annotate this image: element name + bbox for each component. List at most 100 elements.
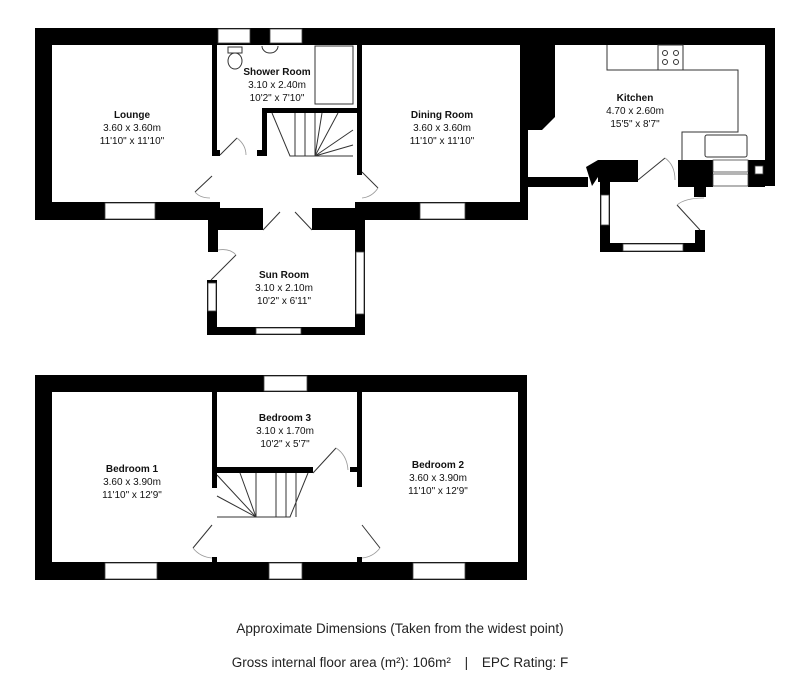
window	[412, 562, 466, 580]
door-swing	[236, 137, 247, 156]
room-name: Lounge	[114, 110, 151, 121]
wall	[262, 108, 267, 155]
room-label-bedroom-1: Bedroom 1 3.60 x 3.90m 11'10" x 12'9"	[102, 464, 162, 501]
window	[268, 562, 303, 580]
wall	[350, 467, 357, 472]
hob-ring	[673, 50, 679, 56]
appliance	[754, 165, 764, 175]
wall	[208, 202, 218, 220]
floor-area: Gross internal floor area (m²): 106m²	[231, 655, 451, 670]
room-imperial: 11'10" x 12'9"	[408, 486, 468, 497]
room-metric: 3.60 x 3.90m	[409, 473, 467, 484]
window	[600, 194, 610, 226]
separator: |	[464, 655, 469, 670]
room-imperial: 11'10" x 11'10"	[410, 136, 475, 147]
door-swing	[361, 187, 379, 199]
worktop	[606, 45, 739, 160]
wall	[212, 392, 217, 488]
room-imperial: 11'10" x 12'9"	[102, 490, 162, 501]
wall	[520, 45, 528, 220]
window	[269, 28, 303, 44]
first-floor: Bedroom 1 3.60 x 3.90m 11'10" x 12'9" Be…	[35, 375, 527, 580]
room-name: Shower Room	[243, 67, 310, 78]
room-metric: 4.70 x 2.60m	[606, 106, 664, 117]
room-name: Bedroom 3	[259, 413, 312, 424]
wall	[357, 45, 362, 175]
room-metric: 3.60 x 3.60m	[103, 123, 161, 134]
door-swing	[664, 157, 676, 181]
room-label-kitchen: Kitchen 4.70 x 2.60m 15'5" x 8'7"	[606, 93, 664, 130]
room-name: Bedroom 1	[106, 464, 159, 475]
window	[419, 202, 466, 220]
staircase	[271, 112, 354, 157]
room-metric: 3.10 x 1.70m	[256, 426, 314, 437]
door-swing	[361, 547, 381, 559]
wall	[212, 150, 220, 156]
hob-ring	[662, 50, 668, 56]
door-swing	[192, 547, 213, 559]
wall	[312, 208, 357, 230]
room-name: Sun Room	[259, 270, 309, 281]
door	[192, 524, 213, 549]
room-imperial: 10'2" x 6'11"	[257, 296, 312, 307]
staircase	[216, 472, 309, 518]
ground-floor: Lounge 3.60 x 3.60m 11'10" x 11'10" Show…	[35, 28, 775, 335]
window	[217, 28, 251, 44]
wall	[518, 375, 527, 580]
wall	[208, 220, 218, 252]
toilet-icon	[227, 46, 243, 54]
wall	[357, 557, 362, 563]
door	[194, 175, 213, 193]
door	[219, 137, 238, 156]
wall	[257, 150, 267, 156]
door	[361, 171, 379, 189]
wall	[695, 230, 705, 252]
room-label-dining-room: Dining Room 3.60 x 3.60m 11'10" x 11'10"	[410, 110, 475, 147]
window	[263, 375, 308, 392]
door	[637, 157, 666, 181]
room-label-shower-room: Shower Room 3.10 x 2.40m 10'2" x 7'10"	[243, 67, 310, 104]
wall	[678, 160, 713, 187]
wall	[765, 28, 775, 186]
wall	[217, 467, 313, 473]
door	[312, 447, 337, 474]
room-metric: 3.10 x 2.10m	[255, 283, 313, 294]
wall	[35, 28, 775, 45]
appliance	[712, 173, 749, 187]
window	[622, 243, 684, 252]
appliance	[712, 159, 749, 173]
basin-icon	[261, 45, 279, 54]
chimney-breast	[520, 45, 555, 130]
door-swing	[217, 249, 237, 256]
wall	[528, 177, 588, 187]
door-swing	[676, 197, 705, 206]
hob-icon	[657, 44, 684, 71]
room-label-lounge: Lounge 3.60 x 3.60m 11'10" x 11'10"	[100, 110, 165, 147]
room-metric: 3.60 x 3.60m	[413, 123, 471, 134]
room-name: Bedroom 2	[412, 460, 465, 471]
window	[255, 327, 302, 335]
room-imperial: 15'5" x 8'7"	[610, 119, 660, 130]
hob-ring	[662, 59, 668, 65]
room-label-bedroom-2: Bedroom 2 3.60 x 3.90m 11'10" x 12'9"	[408, 460, 468, 497]
room-label-sun-room: Sun Room 3.10 x 2.10m 10'2" x 6'11"	[255, 270, 313, 307]
room-imperial: 10'2" x 5'7"	[260, 439, 310, 450]
room-imperial: 11'10" x 11'10"	[100, 136, 165, 147]
dimensions-note: Approximate Dimensions (Taken from the w…	[236, 621, 564, 636]
window	[207, 282, 217, 312]
room-metric: 3.10 x 2.40m	[248, 80, 306, 91]
door	[361, 524, 381, 549]
room-metric: 3.60 x 3.90m	[103, 477, 161, 488]
wall	[598, 160, 638, 182]
epc-rating: EPC Rating: F	[481, 655, 569, 670]
wall	[212, 45, 217, 153]
wall	[212, 557, 217, 563]
wall	[218, 208, 263, 230]
wall	[262, 108, 362, 113]
wall	[35, 375, 52, 580]
door	[210, 254, 237, 281]
wall	[357, 392, 362, 487]
door-swing	[194, 191, 211, 199]
door-swing	[335, 447, 349, 471]
